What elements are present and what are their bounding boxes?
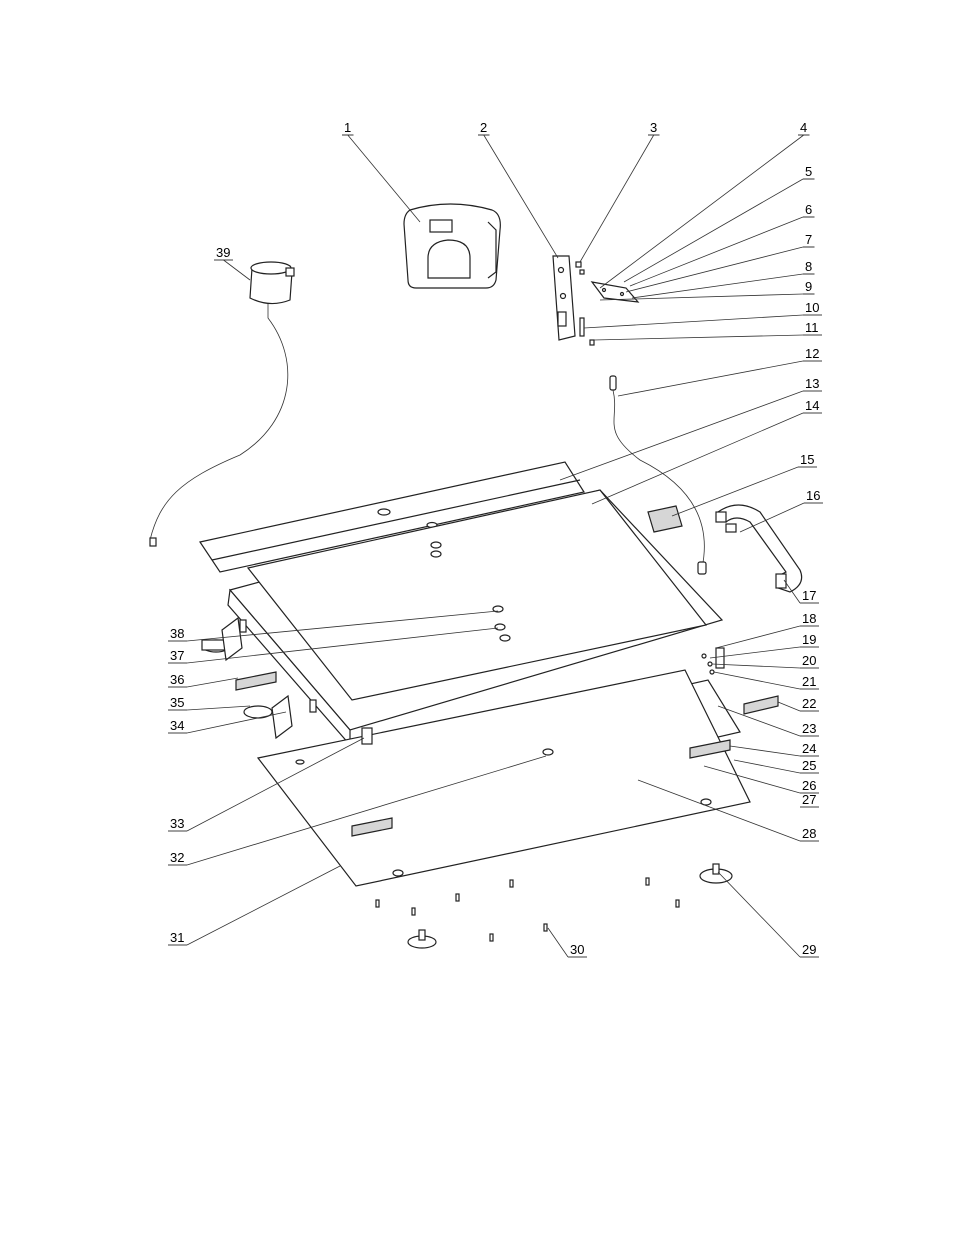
callout-label-37: 37 [170,648,184,663]
callout-label-17: 17 [802,588,816,603]
callout-label-38: 38 [170,626,184,641]
leader-line-5 [624,179,803,282]
leader-line-30 [548,928,568,957]
leader-line-1 [348,135,420,222]
leader-line-34 [187,712,286,733]
callout-label-36: 36 [170,672,184,687]
rail-bracket [744,696,778,714]
leader-line-24 [730,746,800,756]
power-adapter [150,262,294,546]
leader-line-4 [600,135,804,288]
leader-line-11 [594,335,803,340]
leader-line-20 [712,664,800,668]
mounting-bracket [553,256,575,340]
leader-line-25 [734,760,800,773]
leader-line-18 [716,626,800,648]
handle [716,505,802,592]
callout-label-24: 24 [802,741,816,756]
leader-line-3 [580,135,654,262]
callout-label-11: 11 [805,320,819,335]
callout-label-18: 18 [802,611,816,626]
callout-label-5: 5 [805,164,812,179]
callout-label-25: 25 [802,758,816,773]
callout-label-39: 39 [216,245,230,260]
callout-label-7: 7 [805,232,812,247]
callout-label-30: 30 [570,942,584,957]
callout-label-22: 22 [802,696,816,711]
leader-line-12 [618,361,803,396]
platform-label [648,506,682,532]
leader-line-14 [592,413,803,504]
leader-line-7 [626,247,803,292]
callout-label-3: 3 [650,120,657,135]
callout-label-34: 34 [170,718,184,733]
callout-label-2: 2 [480,120,487,135]
leader-line-6 [630,217,803,286]
leader-line-39 [224,260,251,280]
callout-label-6: 6 [805,202,812,217]
leader-line-22 [778,702,800,711]
right-fasteners [702,648,724,674]
callout-label-1: 1 [344,120,351,135]
callout-label-33: 33 [170,816,184,831]
leader-line-21 [714,672,800,689]
callout-label-13: 13 [805,376,819,391]
leader-line-29 [718,872,800,957]
indicator-display [404,204,500,288]
leader-line-10 [584,315,803,328]
callout-label-10: 10 [805,300,819,315]
callout-label-16: 16 [806,488,820,503]
callout-label-31: 31 [170,930,184,945]
leader-line-31 [187,866,340,945]
callout-label-21: 21 [802,674,816,689]
callout-label-15: 15 [800,452,814,467]
callout-label-8: 8 [805,259,812,274]
leader-line-13 [560,391,803,480]
callout-label-19: 19 [802,632,816,647]
callout-label-4: 4 [800,120,807,135]
callout-label-35: 35 [170,695,184,710]
callout-label-9: 9 [805,279,812,294]
small-fasteners [576,262,638,345]
callout-label-27: 27 [802,792,816,807]
callout-label-28: 28 [802,826,816,841]
leader-line-36 [187,678,238,687]
callout-label-12: 12 [805,346,819,361]
callout-label-26: 26 [802,778,816,793]
callout-label-14: 14 [805,398,819,413]
callout-label-32: 32 [170,850,184,865]
leader-line-35 [187,706,250,710]
callout-label-23: 23 [802,721,816,736]
callout-label-29: 29 [802,942,816,957]
callout-label-20: 20 [802,653,816,668]
